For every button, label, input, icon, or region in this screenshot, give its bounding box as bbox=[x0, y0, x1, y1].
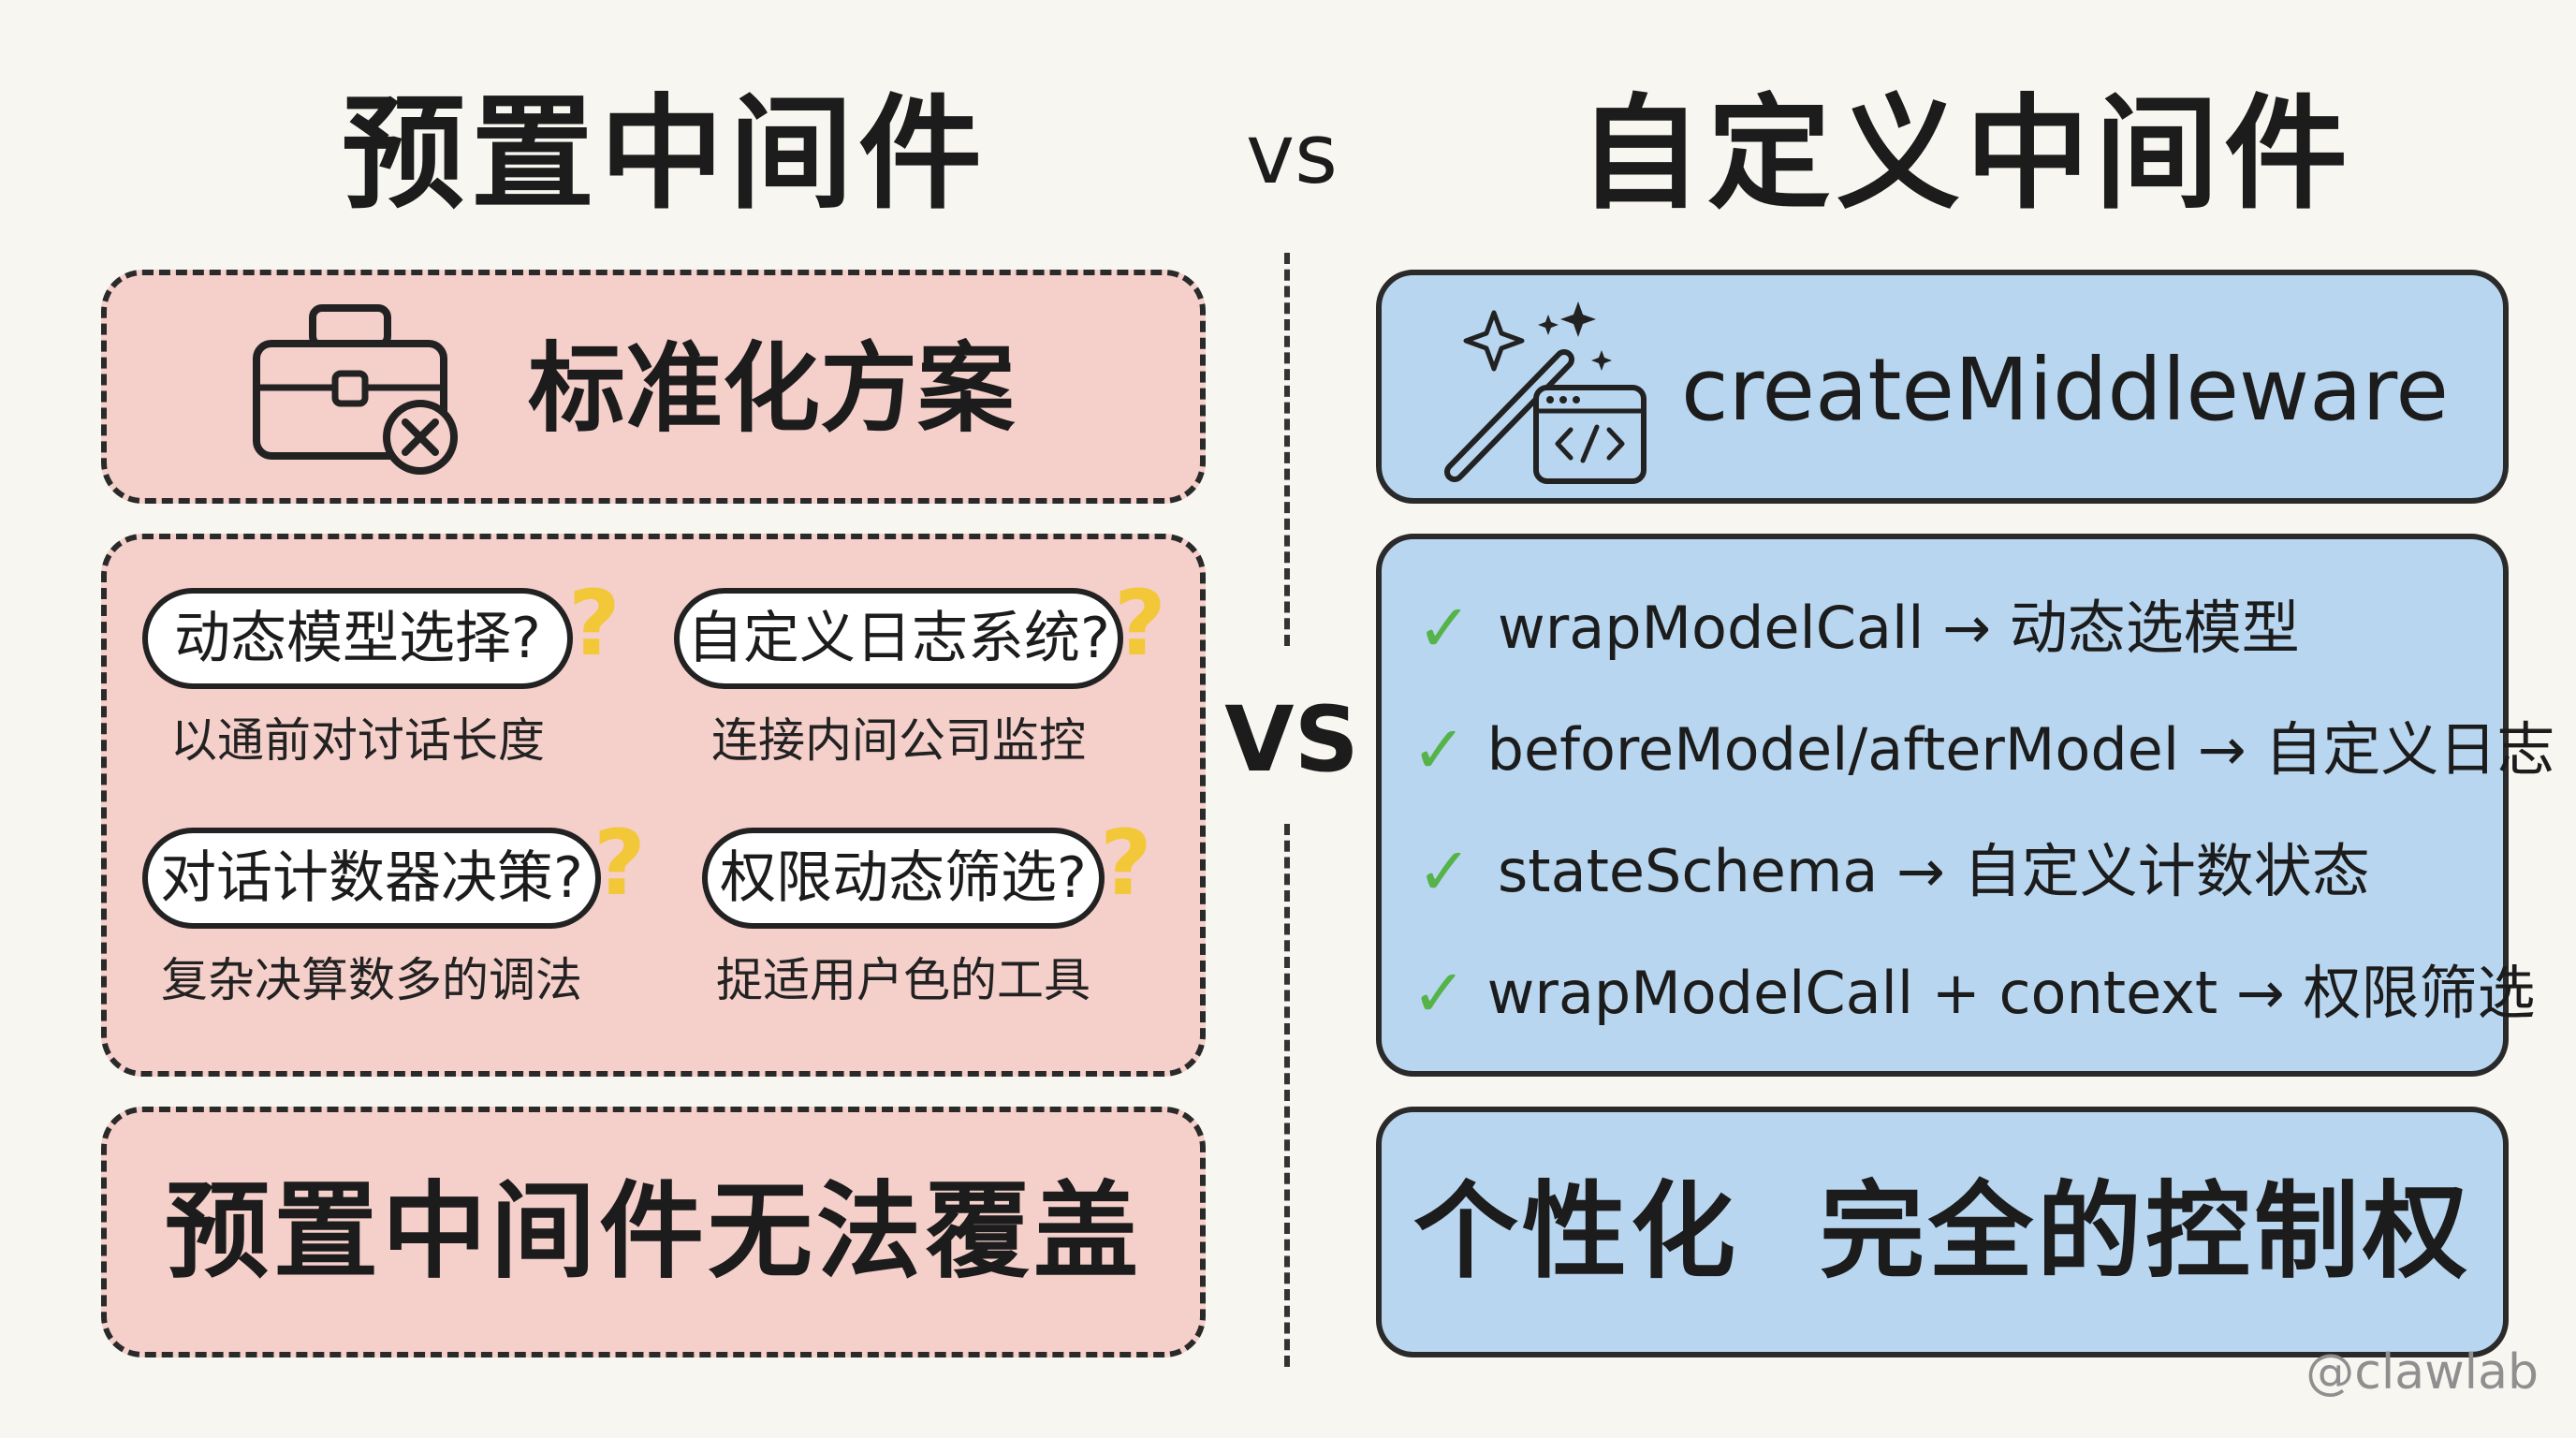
feature-text: beforeModel/afterModel → 自定义日志 bbox=[1486, 715, 2555, 784]
left-header-label: 标准化方案 bbox=[528, 331, 1016, 446]
left-header-panel: 标准化方案 bbox=[101, 270, 1206, 504]
left-questions-panel: 动态模型选择? ? 以通前对讨话长度 自定义日志系统? ? 连接内间公司监控 对… bbox=[101, 534, 1206, 1077]
feature-text: wrapModelCall → 动态选模型 bbox=[1498, 594, 2300, 662]
toolbox-x-icon bbox=[253, 304, 458, 475]
question-pill: 自定义日志系统? bbox=[674, 588, 1123, 689]
feature-row: ✓ wrapModelCall + context → 权限筛选 bbox=[1412, 951, 2536, 1035]
right-heading: 自定义中间件 bbox=[1578, 82, 2353, 227]
check-icon: ✓ bbox=[1412, 955, 1467, 1032]
question-pill: 动态模型选择? bbox=[142, 588, 573, 689]
feature-row: ✓ wrapModelCall → 动态选模型 bbox=[1412, 586, 2488, 670]
question-card-dynamic-model: 动态模型选择? ? 以通前对讨话长度 bbox=[142, 571, 666, 785]
middle-vs-label: VS bbox=[1224, 687, 1359, 792]
divider-line-bottom bbox=[1284, 824, 1290, 1367]
feature-row: ✓ stateSchema → 自定义计数状态 bbox=[1412, 829, 2488, 914]
question-caption: 复杂决算数多的调法 bbox=[161, 953, 582, 1007]
left-heading: 预置中间件 bbox=[342, 82, 988, 227]
question-caption: 以通前对讨话长度 bbox=[170, 713, 545, 768]
right-footer-panel: 个性化 完全的控制权 bbox=[1376, 1107, 2509, 1357]
question-caption: 捉适用户色的工具 bbox=[716, 953, 1090, 1007]
left-footer-text: 预置中间件无法覆盖 bbox=[165, 1171, 1142, 1293]
question-mark-icon: ? bbox=[568, 571, 621, 676]
question-caption: 连接内间公司监控 bbox=[711, 713, 1086, 768]
check-icon: ✓ bbox=[1416, 590, 1472, 667]
question-pill: 权限动态筛选? bbox=[702, 828, 1105, 929]
right-footer-text: 个性化 完全的控制权 bbox=[1413, 1171, 2471, 1293]
magic-wand-code-icon bbox=[1444, 301, 1647, 484]
feature-text: stateSchema → 自定义计数状态 bbox=[1498, 837, 2370, 905]
right-header-panel: createMiddleware bbox=[1376, 270, 2509, 504]
right-features-panel: ✓ wrapModelCall → 动态选模型 ✓ beforeModel/af… bbox=[1376, 534, 2554, 1077]
feature-row: ✓ beforeModel/afterModel → 自定义日志 bbox=[1412, 708, 2554, 792]
divider-line-top bbox=[1284, 253, 1290, 646]
question-card-custom-logging: 自定义日志系统? ? 连接内间公司监控 bbox=[674, 571, 1198, 785]
question-mark-icon: ? bbox=[593, 811, 646, 916]
question-mark-icon: ? bbox=[1100, 811, 1152, 916]
feature-text: wrapModelCall + context → 权限筛选 bbox=[1486, 959, 2536, 1027]
top-vs-label: vs bbox=[1246, 106, 1338, 202]
question-pill: 对话计数器决策? bbox=[142, 828, 601, 929]
left-footer-panel: 预置中间件无法覆盖 bbox=[101, 1107, 1206, 1357]
question-mark-icon: ? bbox=[1114, 571, 1166, 676]
watermark: @clawlab bbox=[2305, 1344, 2539, 1401]
check-icon: ✓ bbox=[1412, 712, 1467, 788]
check-icon: ✓ bbox=[1416, 833, 1472, 910]
right-header-label: createMiddleware bbox=[1681, 340, 2449, 440]
question-card-counter-decision: 对话计数器决策? ? 复杂决算数多的调法 bbox=[142, 811, 666, 1024]
question-card-permission-filter: 权限动态筛选? ? 捉适用户色的工具 bbox=[702, 811, 1198, 1024]
